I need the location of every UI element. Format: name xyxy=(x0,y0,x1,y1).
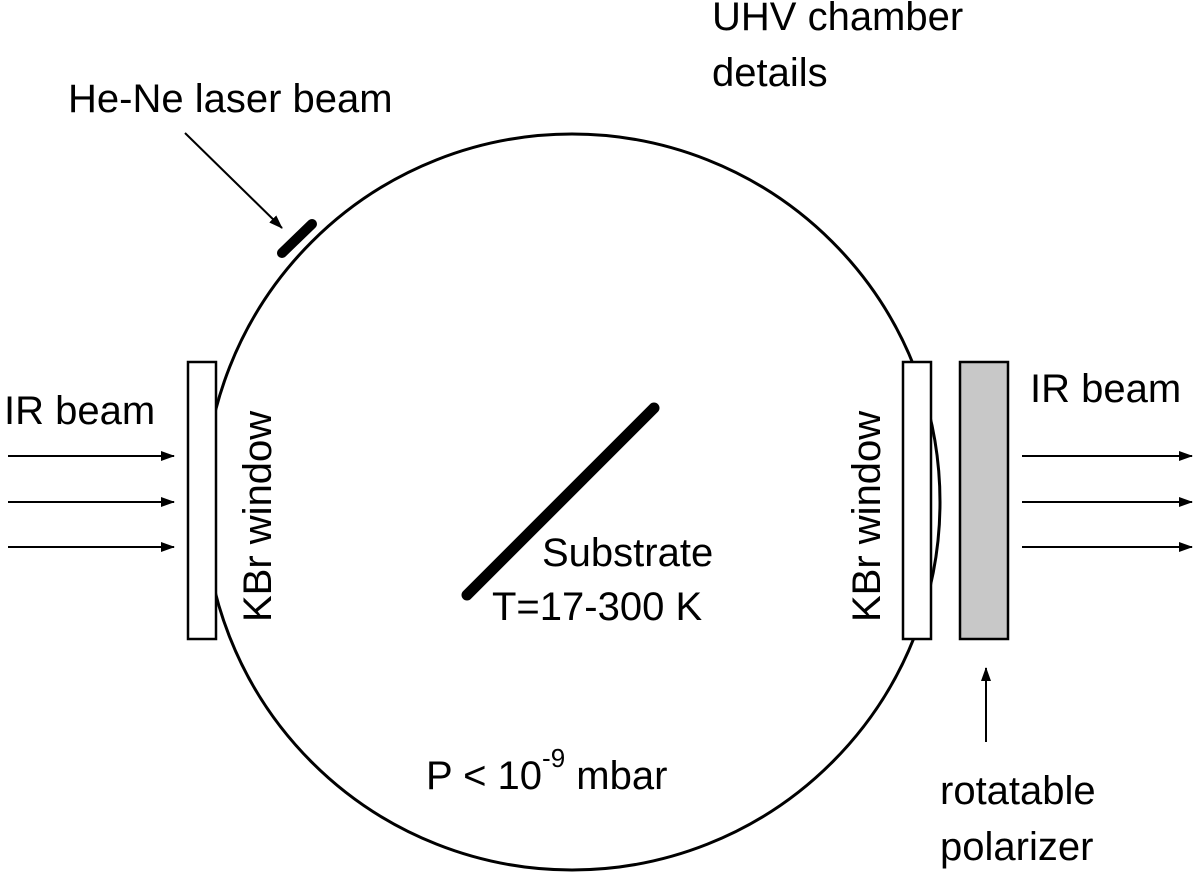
ir-in-label: IR beam xyxy=(4,389,155,433)
polarizer-label-line1: rotatable xyxy=(940,769,1096,813)
substrate-label: Substrate xyxy=(542,531,713,575)
pressure-exponent: -9 xyxy=(542,743,565,773)
laser-port-mark xyxy=(277,219,317,258)
chamber-title-line1: UHV chamber xyxy=(712,0,963,39)
laser-label: He-Ne laser beam xyxy=(68,77,393,121)
ir-out-label: IR beam xyxy=(1030,367,1181,411)
polarizer-plate xyxy=(958,360,1010,641)
pressure-label: P < 10-9 mbar xyxy=(426,743,667,798)
kbr-window-left-label: KBr window xyxy=(236,411,280,622)
substrate-bar xyxy=(461,402,660,601)
kbr-window-right xyxy=(901,360,933,641)
pressure-prefix: P < 10 xyxy=(426,754,542,798)
temperature-label: T=17-300 K xyxy=(492,585,702,629)
pressure-unit: mbar xyxy=(565,754,667,798)
laser-pointer-arrow xyxy=(184,132,283,229)
polarizer-label-line2: polarizer xyxy=(940,825,1093,869)
kbr-window-left xyxy=(186,360,218,641)
chamber-title-line2: details xyxy=(712,51,828,95)
kbr-window-right-label: KBr window xyxy=(845,411,889,622)
